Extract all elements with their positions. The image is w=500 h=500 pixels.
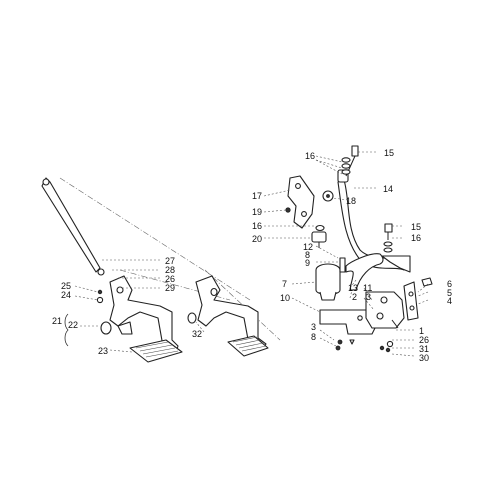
callout-2: 2 xyxy=(352,292,357,302)
callout-27: 27 xyxy=(165,256,175,266)
upper-mounting-bracket xyxy=(287,175,315,229)
callout-21: 21 xyxy=(52,316,62,326)
callout-3-right: 3 xyxy=(366,292,371,302)
callout-14: 14 xyxy=(383,184,393,194)
right-pedal-pad xyxy=(227,335,269,357)
callout-17: 17 xyxy=(252,191,262,201)
callout-26-right: 26 xyxy=(419,335,429,345)
callout-16-upper: 16 xyxy=(305,151,315,161)
callout-23: 23 xyxy=(98,346,108,356)
callout-19: 19 xyxy=(252,207,262,217)
callout-8-lower: 8 xyxy=(311,332,316,342)
callout-5: 5 xyxy=(447,288,452,298)
callout-13: 13 xyxy=(348,283,358,293)
callout-30: 30 xyxy=(419,353,429,363)
callout-1: 1 xyxy=(419,326,424,336)
callout-9: 9 xyxy=(305,258,310,268)
linkage-rod xyxy=(41,177,105,276)
callout-8-upper: 8 xyxy=(305,250,310,260)
callout-7: 7 xyxy=(282,279,287,289)
callout-21-brace xyxy=(64,313,69,347)
phantom-lines xyxy=(59,177,281,341)
banjo-bolt xyxy=(315,190,334,232)
callout-11: 11 xyxy=(363,283,372,293)
callout-16-lower: 16 xyxy=(411,233,421,243)
callout-4: 4 xyxy=(447,296,452,306)
callout-6: 6 xyxy=(447,279,452,289)
callout-10: 10 xyxy=(280,293,290,303)
master-cylinder xyxy=(365,291,405,329)
callout-12: 12 xyxy=(303,242,313,252)
right-side-fittings xyxy=(381,223,411,273)
lower-small-parts xyxy=(349,339,394,353)
callout-29: 29 xyxy=(165,283,175,293)
callout-20: 20 xyxy=(252,234,262,244)
callout-15-upper: 15 xyxy=(384,148,394,158)
callout-32: 32 xyxy=(192,329,202,339)
callout-31: 31 xyxy=(419,344,429,354)
master-cylinder-reservoir xyxy=(315,257,346,301)
callout-28: 28 xyxy=(165,265,175,275)
callout-24: 24 xyxy=(61,290,71,300)
callout-15-lower: 15 xyxy=(411,222,421,232)
callout-25: 25 xyxy=(61,281,71,291)
callout-3-left: 3 xyxy=(311,322,316,332)
mounting-plate xyxy=(403,277,433,321)
stop-light-switch xyxy=(285,207,327,248)
callout-18: 18 xyxy=(346,196,356,206)
callout-16-middle: 16 xyxy=(252,221,262,231)
callouts: 15 16 14 17 18 19 16 20 15 16 12 8 9 7 1… xyxy=(52,148,452,363)
leader-lines xyxy=(74,151,429,357)
brake-pipe xyxy=(337,145,405,271)
callout-22: 22 xyxy=(68,320,78,330)
left-pedal-pad xyxy=(129,339,183,363)
callout-26-left: 26 xyxy=(165,274,175,284)
